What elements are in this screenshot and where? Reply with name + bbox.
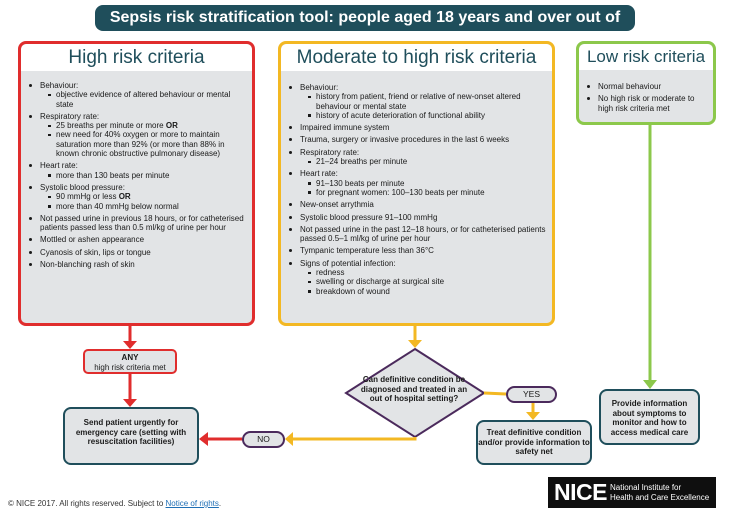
notice-of-rights-link[interactable]: Notice of rights: [165, 499, 219, 508]
arrowhead-moderate-to-decision: [408, 340, 422, 348]
moderate-risk-heading: Moderate to high risk criteria: [281, 44, 552, 71]
list-item: New-onset arrythmia: [281, 200, 546, 209]
page-title: Sepsis risk stratification tool: people …: [95, 5, 635, 52]
sub-item: swelling or discharge at surgical site: [300, 277, 546, 286]
sub-item: new need for 40% oxygen or more to maint…: [40, 130, 246, 158]
sub-item: 90 mmHg or less OR: [40, 192, 246, 201]
arrow-decision-to-no: [292, 437, 417, 441]
list-item: No high risk or moderate to high risk cr…: [579, 94, 707, 113]
sub-item: more than 40 mmHg below normal: [40, 202, 246, 211]
list-item: Systolic blood pressure: 90 mmHg or less…: [21, 183, 246, 211]
sub-item: 21–24 breaths per minute: [300, 157, 546, 166]
arrow-decision-to-yes: [483, 391, 507, 396]
nice-logo-mark: NICE: [554, 479, 607, 505]
sub-item: more than 130 beats per minute: [40, 171, 246, 180]
moderate-risk-list: Behaviour: history from patient, friend …: [281, 71, 552, 296]
decision-question: Can definitive condition be diagnosed an…: [360, 375, 468, 404]
list-item: Not passed urine in the past 12–18 hours…: [281, 225, 546, 244]
list-item: Not passed urine in previous 18 hours, o…: [21, 214, 246, 233]
yes-label: YES: [506, 386, 557, 403]
list-item: Respiratory rate: 25 breaths per minute …: [21, 112, 246, 158]
low-risk-list: Normal behaviour No high risk or moderat…: [579, 70, 713, 113]
any-label: ANY: [121, 353, 139, 362]
high-risk-panel: High risk criteria Behaviour: objective …: [18, 41, 255, 326]
any-high-risk-box: ANY high risk criteria met: [83, 349, 177, 374]
sub-item: 91–130 beats per minute: [300, 179, 546, 188]
send-urgently-box: Send patient urgently for emergency care…: [63, 407, 199, 465]
high-risk-heading: High risk criteria: [21, 44, 252, 71]
low-risk-heading: Low risk criteria: [579, 44, 713, 70]
copyright-footer: © NICE 2017. All rights reserved. Subjec…: [8, 499, 222, 508]
list-item: Behaviour: objective evidence of altered…: [21, 81, 246, 109]
list-item: Cyanosis of skin, lips or tongue: [21, 248, 246, 257]
provide-information-box: Provide information about symptoms to mo…: [599, 389, 700, 445]
sub-item: for pregnant women: 100–130 beats per mi…: [300, 188, 546, 197]
arrowhead-any-to-send: [123, 399, 137, 407]
arrowhead-low-to-provide: [643, 380, 657, 389]
treat-condition-box: Treat definitive condition and/or provid…: [476, 420, 592, 465]
list-item: Heart rate: 91–130 beats per minute for …: [281, 169, 546, 197]
list-item: Impaired immune system: [281, 123, 546, 132]
list-item: Respiratory rate: 21–24 breaths per minu…: [281, 148, 546, 167]
any-sublabel: high risk criteria met: [94, 362, 166, 372]
list-item: Non-blanching rash of skin: [21, 260, 246, 269]
arrowhead-yes-to-treat: [526, 412, 540, 420]
list-item: Normal behaviour: [579, 82, 707, 91]
arrowhead-no-to-send: [199, 432, 208, 446]
no-label: NO: [242, 431, 285, 448]
high-risk-list: Behaviour: objective evidence of altered…: [21, 71, 252, 269]
list-item: Heart rate: more than 130 beats per minu…: [21, 161, 246, 180]
list-item: Behaviour: history from patient, friend …: [281, 83, 546, 120]
sub-item: history of acute deterioration of functi…: [300, 111, 546, 120]
sub-item: redness: [300, 268, 546, 277]
list-item: Tympanic temperature less than 36°C: [281, 246, 546, 255]
low-risk-panel: Low risk criteria Normal behaviour No hi…: [576, 41, 716, 125]
moderate-risk-panel: Moderate to high risk criteria Behaviour…: [278, 41, 555, 326]
sub-item: 25 breaths per minute or more OR: [40, 121, 246, 130]
list-item: Mottled or ashen appearance: [21, 235, 246, 244]
sub-item: objective evidence of altered behaviour …: [40, 90, 246, 109]
sub-item: breakdown of wound: [300, 287, 546, 296]
list-item: Signs of potential infection: redness sw…: [281, 259, 546, 296]
arrowhead-high-to-any: [123, 341, 137, 349]
list-item: Trauma, surgery or invasive procedures i…: [281, 135, 546, 144]
sub-item: history from patient, friend or relative…: [300, 92, 546, 111]
list-item: Systolic blood pressure 91–100 mmHg: [281, 213, 546, 222]
arrowhead-decision-to-no: [285, 432, 293, 446]
